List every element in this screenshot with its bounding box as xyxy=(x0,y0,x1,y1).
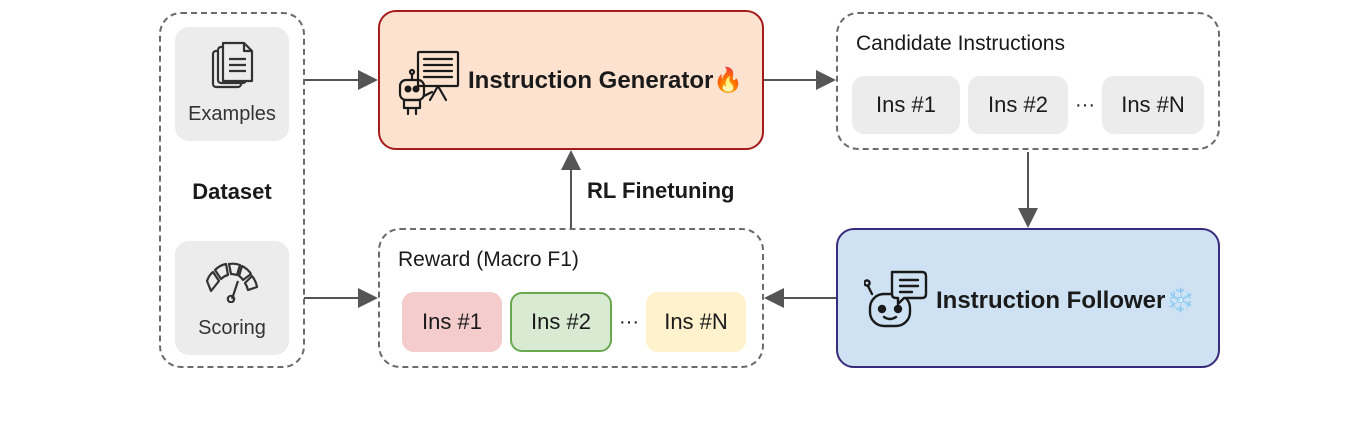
examples-card: Examples xyxy=(175,27,289,141)
candidate-ellipsis: ··· xyxy=(1075,93,1095,116)
reward-box: Reward (Macro F1) Ins #1 Ins #2 ··· Ins … xyxy=(378,228,764,368)
documents-icon xyxy=(211,41,254,89)
robot-chat-icon xyxy=(864,270,928,328)
rl-finetuning-label: RL Finetuning xyxy=(587,178,735,203)
candidate-item-2: Ins #2 xyxy=(968,76,1068,134)
reward-item-n: Ins #N xyxy=(646,292,746,352)
reward-item-1: Ins #1 xyxy=(402,292,502,352)
dataset-label: Dataset xyxy=(192,179,272,204)
generator-title: Instruction Generator xyxy=(468,67,714,94)
snowflake-icon: ❄️ xyxy=(1165,287,1196,314)
fire-icon: 🔥 xyxy=(713,67,744,94)
dataset-box xyxy=(159,12,305,368)
instruction-follower-label: Instruction Follower❄️ xyxy=(936,286,1195,316)
examples-label: Examples xyxy=(188,102,276,125)
follower-title: Instruction Follower xyxy=(936,287,1166,314)
reward-ellipsis: ··· xyxy=(619,310,639,333)
reward-label: Reward (Macro F1) xyxy=(398,248,579,271)
candidate-item-1: Ins #1 xyxy=(852,76,960,134)
robot-presenter-icon xyxy=(398,50,460,116)
reward-item-2: Ins #2 xyxy=(510,292,612,352)
scoring-card: Scoring xyxy=(175,241,289,355)
instruction-generator-label: Instruction Generator🔥 xyxy=(468,66,743,96)
scoring-label: Scoring xyxy=(198,316,266,339)
candidate-item-n: Ins #N xyxy=(1102,76,1204,134)
instruction-follower-box: Instruction Follower❄️ xyxy=(836,228,1220,368)
candidate-instructions-label: Candidate Instructions xyxy=(856,32,1065,55)
candidate-instructions-box: Candidate Instructions Ins #1 Ins #2 ···… xyxy=(836,12,1220,150)
instruction-generator-box: Instruction Generator🔥 xyxy=(378,10,764,150)
gauge-icon xyxy=(205,262,259,303)
